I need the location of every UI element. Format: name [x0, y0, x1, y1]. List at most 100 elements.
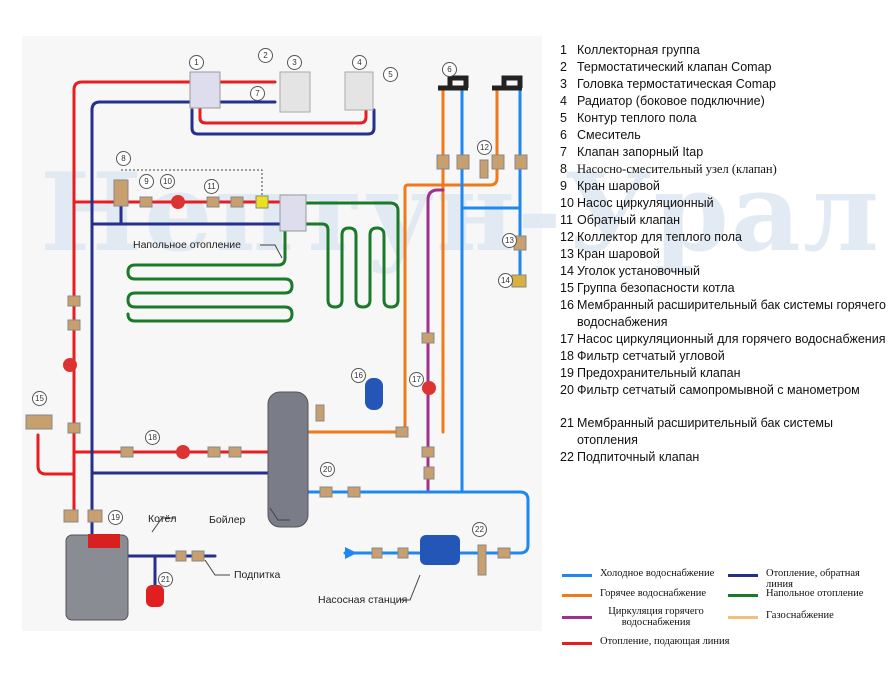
ball-valve-icon — [347, 486, 361, 498]
mixing-valve-8-icon — [113, 179, 129, 207]
component-number: 2 — [560, 60, 567, 74]
callout-5: 5 — [383, 67, 398, 82]
component-number: 21 — [560, 416, 574, 430]
legend-swatch — [562, 642, 592, 645]
legend-hw-circulation: Циркуляция горячего водоснабжения — [562, 606, 712, 628]
component-text: Предохранительный клапан — [577, 366, 741, 380]
safety-valve-icon — [87, 509, 103, 523]
component-text: Термостатический клапан Comap — [577, 60, 772, 74]
legend-label: Холодное водоснабжение — [600, 568, 715, 579]
component-text: Радиатор (боковое подключние) — [577, 94, 765, 108]
callout-1: 1 — [189, 55, 204, 70]
callout-3: 3 — [287, 55, 302, 70]
ball-valve-icon — [491, 154, 505, 170]
component-text: Головка термостатическая Comap — [577, 77, 777, 91]
check-valve-icon — [423, 466, 435, 480]
pipe-hot-water — [283, 88, 499, 434]
callout-9: 9 — [139, 174, 154, 189]
collector-group-icon — [189, 71, 221, 109]
pump-18-icon — [176, 445, 190, 459]
component-item: 3 Головка термостатическая Comap — [560, 76, 890, 93]
component-text: Насос циркуляционный для горячего водосн… — [577, 332, 886, 346]
callout-17: 17 — [409, 372, 424, 387]
legend-label: Отопление, обратная линия — [766, 568, 860, 590]
pipe-hw-circulation — [426, 188, 445, 494]
ball-valve-icon — [67, 295, 81, 307]
watermark: Нептун-Урал — [40, 150, 882, 276]
legend-heating-return: Отопление, обратная линия — [728, 568, 887, 590]
legend-swatch — [728, 594, 758, 597]
pump-heating-icon — [63, 358, 77, 372]
callout-18: 18 — [145, 430, 160, 445]
ball-valve-icon — [456, 154, 470, 170]
label-pump-station: Насосная станция — [318, 594, 408, 606]
ball-valve-icon — [421, 332, 435, 344]
label-boiler-tank: Бойлер — [209, 514, 246, 526]
component-text: Фильтр сетчатый самопромывной с манометр… — [577, 383, 860, 397]
component-text: Коллекторная группа — [577, 43, 700, 57]
check-valve-icon — [207, 446, 221, 458]
callout-19: 19 — [108, 510, 123, 525]
callout-15: 15 — [32, 391, 47, 406]
ball-valve-icon — [514, 154, 528, 170]
component-number: 3 — [560, 77, 567, 91]
pipe-heating-return-radiator2 — [190, 108, 376, 136]
check-valve-icon — [397, 547, 409, 559]
label-makeup: Подпитка — [234, 569, 281, 581]
manifold-12-icon — [479, 159, 489, 179]
component-text: Смеситель — [577, 128, 641, 142]
component-number: 18 — [560, 349, 574, 363]
heating-expansion-tank-icon — [146, 585, 164, 607]
makeup-valve-icon — [477, 544, 487, 576]
component-text: Мембранный расширительный бак системы от… — [577, 416, 833, 447]
callout-21: 21 — [158, 572, 173, 587]
boiler-panel-icon — [88, 534, 120, 548]
component-number: 10 — [560, 196, 574, 210]
component-number: 12 — [560, 230, 574, 244]
component-text: Группа безопасности котла — [577, 281, 735, 295]
component-text: Коллектор для теплого пола — [577, 230, 742, 244]
component-item: 2 Термостатический клапан Comap — [560, 59, 890, 76]
check-valve-icon — [67, 319, 81, 331]
pipe-heating-supply-radiator2 — [198, 98, 368, 125]
legend-heating-supply: Отопление, подающая линия — [562, 636, 730, 647]
servo-icon — [255, 195, 269, 209]
legend-cold-water: Холодное водоснабжение — [562, 568, 714, 579]
component-text: Фильтр сетчатый угловой — [577, 349, 725, 363]
legend-swatch — [562, 574, 592, 577]
legend-floor-heating: Напольное отопление — [728, 588, 863, 599]
ball-valve-icon — [395, 426, 409, 438]
component-item: 4 Радиатор (боковое подключние) — [560, 93, 890, 110]
legend-swatch — [562, 616, 592, 619]
callout-13: 13 — [502, 233, 517, 248]
pipe-cold-water-main — [283, 490, 530, 555]
ball-valve-icon — [228, 446, 242, 458]
boiler-tank-icon — [267, 391, 309, 528]
pipe-floor-loop-2 — [303, 201, 400, 309]
component-item: 6 Смеситель — [560, 127, 890, 144]
component-number: 16 — [560, 298, 574, 312]
component-number: 19 — [560, 366, 574, 380]
ball-valve-icon — [67, 422, 81, 434]
component-text: Насосно-смесительный узел (клапан) — [577, 162, 777, 176]
callout-10: 10 — [160, 174, 175, 189]
legend-swatch — [728, 616, 758, 619]
radiator-4-icon — [344, 71, 374, 111]
component-text: Мембранный расширительный бак системы го… — [577, 298, 886, 329]
component-number: 6 — [560, 128, 567, 142]
callout-14: 14 — [498, 273, 513, 288]
pump-17-icon — [422, 381, 436, 395]
component-number: 4 — [560, 94, 567, 108]
component-number: 7 — [560, 145, 567, 159]
